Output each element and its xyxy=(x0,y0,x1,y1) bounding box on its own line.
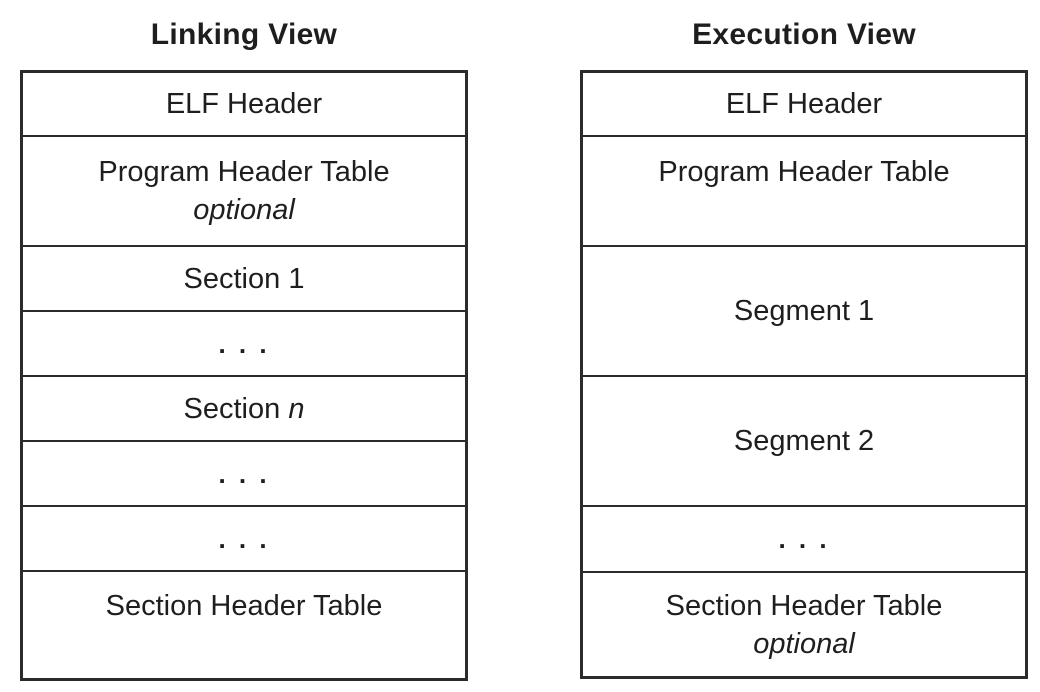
diagram-row: Segment 2 xyxy=(583,375,1025,505)
diagram-row: Section Header Table optional xyxy=(583,571,1025,676)
row-label: Segment 2 xyxy=(733,425,875,457)
row-label: Program Header Table xyxy=(98,156,390,188)
row-label: . . . xyxy=(778,524,830,554)
ellipsis-row: . . . xyxy=(23,505,465,570)
diagram-row: Segment 1 xyxy=(583,245,1025,375)
row-label: ELF Header xyxy=(165,88,323,120)
ellipsis-row: . . . xyxy=(23,440,465,505)
row-sublabel xyxy=(800,191,808,229)
row-label: . . . xyxy=(218,458,270,489)
row-label: Section n xyxy=(183,392,305,425)
row-label: Program Header Table xyxy=(658,156,950,188)
diagram-row: Section 1 xyxy=(23,245,465,310)
row-label: . . . xyxy=(218,523,270,554)
row-label: Section 1 xyxy=(183,262,305,295)
execution-view-title: Execution View xyxy=(692,18,916,51)
row-label: . . . xyxy=(218,328,270,359)
ellipsis-row: . . . xyxy=(583,505,1025,571)
row-label-italic-part: n xyxy=(280,392,305,425)
diagram-row: ELF Header xyxy=(23,73,465,135)
row-sublabel: optional xyxy=(193,194,295,226)
ellipsis-row: . . . xyxy=(23,310,465,375)
row-label: Section Header Table xyxy=(105,590,383,622)
row-sublabel: optional xyxy=(753,627,855,660)
diagram-row: Program Header Table xyxy=(583,135,1025,245)
row-sublabel xyxy=(240,625,248,663)
row-label: Segment 1 xyxy=(733,295,875,327)
row-label: ELF Header xyxy=(725,88,883,120)
diagram-row: Section Header Table xyxy=(23,570,465,678)
row-label: Section Header Table xyxy=(665,589,943,622)
diagram-row: Section n xyxy=(23,375,465,440)
linking-view-title: Linking View xyxy=(150,18,338,51)
diagram-row: Program Header Table optional xyxy=(23,135,465,245)
diagram-row: ELF Header xyxy=(583,73,1025,135)
